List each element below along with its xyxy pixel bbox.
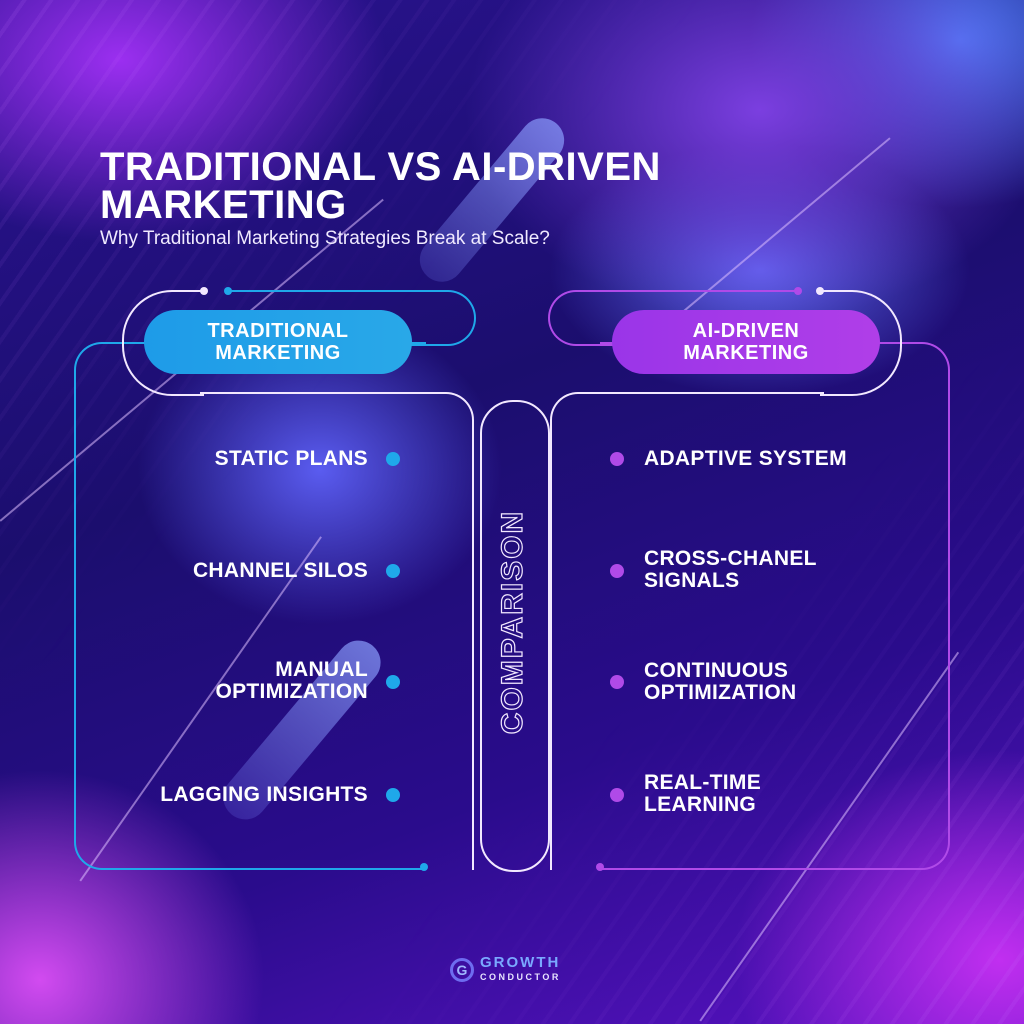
circle-dot-icon [386, 788, 400, 802]
right-white-loop [820, 290, 902, 396]
title-line-1: TRADITIONAL VS AI-DRIVEN [100, 145, 661, 189]
left-white-loop [122, 290, 204, 396]
badge-line-2: MARKETING [683, 342, 809, 364]
connector-dot [596, 863, 604, 871]
title-line-2: MARKETING [100, 183, 347, 227]
page-title: TRADITIONAL VS AI-DRIVEN MARKETING [100, 145, 661, 227]
connector-dot [420, 863, 428, 871]
list-item: LAGGING INSIGHTS [160, 783, 368, 806]
circle-dot-icon [386, 675, 400, 689]
growth-conductor-logo: G GROWTH CONDUCTOR [450, 954, 561, 984]
g-circle-logo-icon: G [450, 958, 474, 982]
connector-dot [200, 287, 208, 295]
connector-dot [224, 287, 232, 295]
circle-dot-icon [610, 564, 624, 578]
list-item: CHANNEL SILOS [192, 559, 368, 582]
logo-line-2: CONDUCTOR [480, 972, 561, 982]
comparison-label: COMPARISON [495, 509, 529, 735]
circle-dot-icon [610, 675, 624, 689]
list-item: MANUAL OPTIMIZATION [215, 658, 368, 703]
left-white-connector [200, 392, 474, 870]
circle-dot-icon [386, 564, 400, 578]
circle-dot-icon [386, 452, 400, 466]
right-white-connector [550, 392, 824, 870]
list-item: ADAPTIVE SYSTEM [644, 447, 847, 470]
circle-dot-icon [610, 788, 624, 802]
badge-line-2: MARKETING [215, 342, 341, 364]
list-item: STATIC PLANS [214, 447, 368, 470]
traditional-marketing-badge: TRADITIONAL MARKETING [144, 310, 412, 374]
logo-line-1: GROWTH [480, 954, 561, 971]
list-item: CONTINUOUS OPTIMIZATION [644, 659, 797, 704]
connector-dot [816, 287, 824, 295]
ai-driven-marketing-badge: AI-DRIVEN MARKETING [612, 310, 880, 374]
comparison-divider [480, 400, 550, 872]
page-subtitle: Why Traditional Marketing Strategies Bre… [100, 228, 550, 249]
badge-line-1: TRADITIONAL [207, 320, 349, 342]
circle-dot-icon [610, 452, 624, 466]
badge-line-1: AI-DRIVEN [692, 320, 800, 342]
list-item: CROSS-CHANEL SIGNALS [644, 547, 817, 592]
connector-dot [794, 287, 802, 295]
list-item: REAL-TIME LEARNING [644, 771, 762, 816]
